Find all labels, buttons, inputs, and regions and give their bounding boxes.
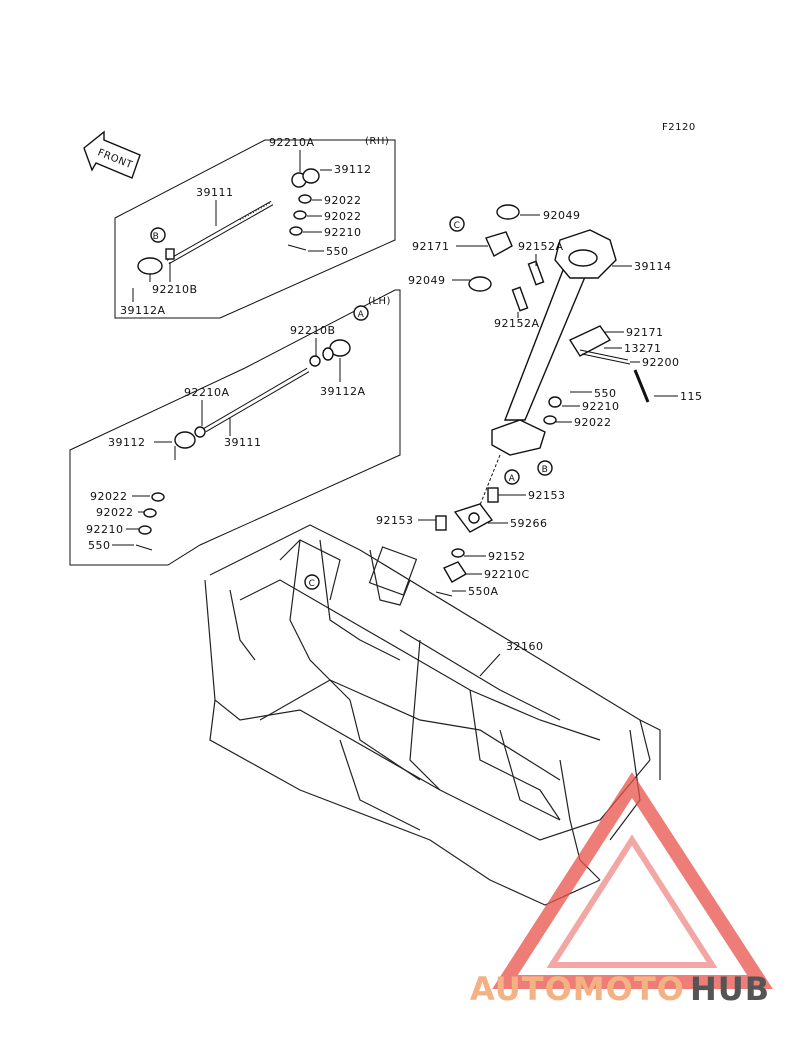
vehicle-frame	[204, 524, 661, 906]
watermark-hub-text: HUB	[690, 970, 770, 1008]
part-92022-lh-2: 92022	[96, 506, 134, 519]
part-92210-lh: 92210	[86, 523, 124, 536]
ref-mark-b-column: B	[542, 465, 549, 475]
ref-mark-c-column: C	[454, 221, 461, 231]
part-92022-rh-1: 92022	[324, 194, 362, 207]
part-59266: 59266	[510, 517, 548, 530]
part-92210A-lh: 92210A	[184, 386, 230, 399]
ref-mark-c-frame: C	[309, 579, 316, 589]
part-39112-lh: 39112	[108, 436, 146, 449]
part-92210C: 92210C	[484, 568, 530, 581]
part-92210B-rh: 92210B	[152, 283, 198, 296]
part-92210B-lh: 92210B	[290, 324, 336, 337]
part-92210-rh: 92210	[324, 226, 362, 239]
part-92153-b: 92153	[376, 514, 414, 527]
automotohub-watermark: AUTOMOTO HUB	[470, 772, 773, 1008]
part-92153-a: 92153	[528, 489, 566, 502]
part-92210-mid: 92210	[582, 400, 620, 413]
part-32160: 32160	[506, 640, 544, 653]
diagram-code: F2120	[662, 122, 696, 133]
part-92210A-rh: 92210A	[269, 136, 315, 149]
part-92171-top: 92171	[412, 240, 450, 253]
part-39112A-lh: 39112A	[320, 385, 366, 398]
part-92049-top: 92049	[543, 209, 581, 222]
part-550-rh: 550	[326, 245, 349, 258]
side-lh-label: (LH)	[368, 296, 391, 307]
part-92022-lh-1: 92022	[90, 490, 128, 503]
lh-tie-rod-assembly	[135, 305, 369, 551]
part-13271: 13271	[624, 342, 662, 355]
part-92200: 92200	[642, 356, 680, 369]
side-rh-label: (RH)	[365, 136, 389, 147]
part-92022-rh-2: 92022	[324, 210, 362, 223]
part-92152: 92152	[488, 550, 526, 563]
watermark-auto-text: AUTOMOTO	[470, 970, 685, 1008]
part-39114: 39114	[634, 260, 672, 273]
part-115: 115	[680, 390, 703, 403]
part-39112-rh: 39112	[334, 163, 372, 176]
part-92152A-top: 92152A	[518, 240, 564, 253]
part-92171-mid: 92171	[626, 326, 664, 339]
part-550-lh: 550	[88, 539, 111, 552]
ref-mark-a-lh: A	[358, 310, 365, 320]
front-arrow-icon: FRONT	[83, 130, 141, 179]
part-39111-lh: 39111	[224, 436, 262, 449]
watermark-triangle-logo	[492, 772, 773, 989]
ref-mark-b-rh: B	[153, 232, 160, 242]
part-550A: 550A	[468, 585, 499, 598]
part-92049-mid: 92049	[408, 274, 446, 287]
lh-group-box	[69, 289, 401, 566]
part-39112A-rh: 39112A	[120, 304, 166, 317]
steering-column	[435, 204, 650, 597]
part-92152A-mid: 92152A	[494, 317, 540, 330]
rh-tie-rod-assembly	[137, 168, 320, 282]
rh-group-box	[114, 139, 396, 319]
ref-mark-a-column: A	[509, 474, 516, 484]
part-39111-rh: 39111	[196, 186, 234, 199]
part-92022-mid: 92022	[574, 416, 612, 429]
part-550-mid: 550	[594, 387, 617, 400]
